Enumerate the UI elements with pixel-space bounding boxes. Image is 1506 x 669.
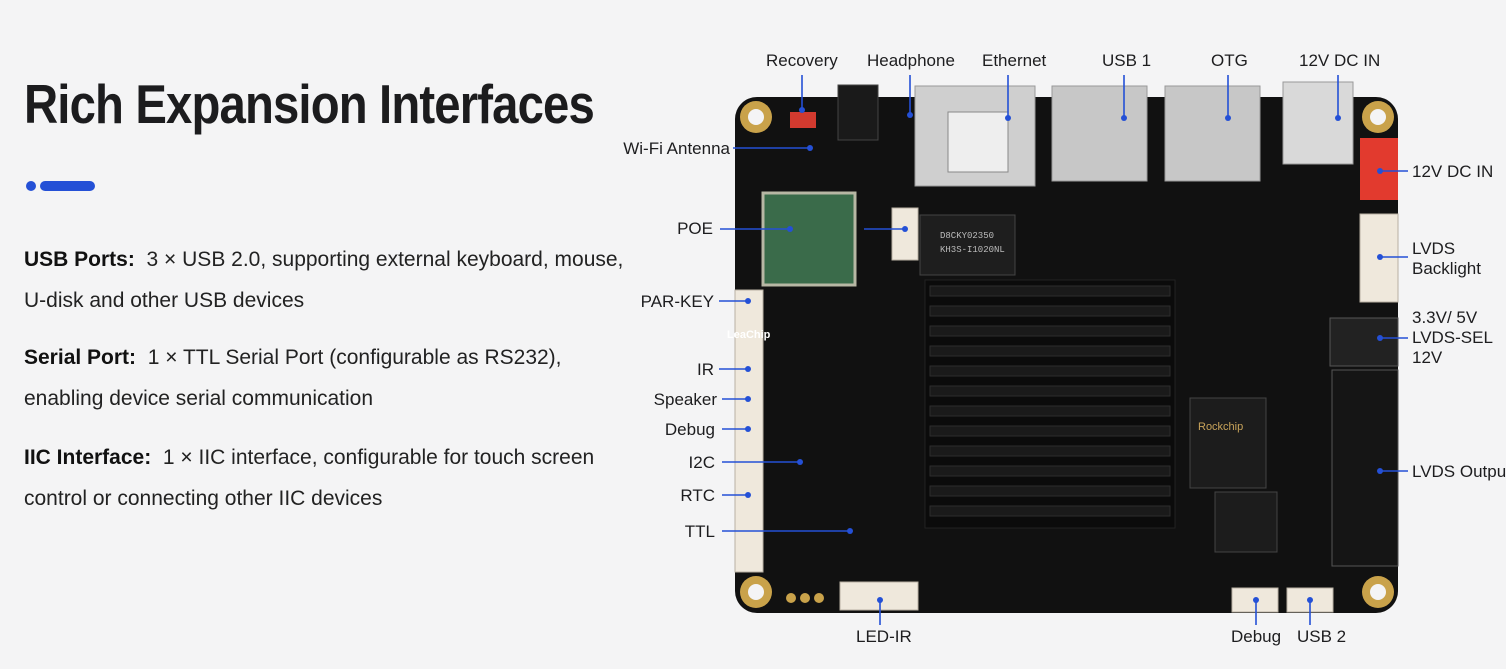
callout-wifi-antenna: Wi-Fi Antenna bbox=[623, 139, 730, 158]
lvds-sel-header bbox=[1329, 317, 1399, 367]
callout-i2c: I2C bbox=[688, 453, 715, 472]
page-title: Rich Expansion Interfaces bbox=[24, 73, 595, 135]
callout-headphone: Headphone bbox=[867, 51, 955, 70]
heatsink-fin bbox=[929, 385, 1171, 397]
chip-marking-2: KH3S-I1020NL bbox=[940, 245, 1005, 255]
wifi-module bbox=[761, 191, 857, 287]
callout-leader-lines bbox=[719, 75, 1408, 625]
headphone-jack bbox=[837, 84, 879, 141]
lvds-backlight-connector bbox=[1359, 213, 1399, 303]
callout-ttl: TTL bbox=[684, 522, 715, 541]
callout-lvds-backlight: LVDS Backlight bbox=[1412, 239, 1481, 278]
led-ir-connector bbox=[839, 581, 919, 611]
callout-ir: IR bbox=[697, 360, 714, 379]
poe-connector bbox=[891, 207, 919, 261]
usb1-port bbox=[1051, 85, 1148, 182]
callout-lvds-output: LVDS Output bbox=[1412, 462, 1506, 481]
callout-speaker: Speaker bbox=[653, 390, 717, 409]
feature-usb-ports: USB Ports: 3 × USB 2.0, supporting exter… bbox=[24, 239, 624, 321]
memory-chip bbox=[1214, 491, 1278, 553]
feature-iic-interface: IIC Interface: 1 × IIC interface, config… bbox=[24, 437, 624, 519]
heatsink-fin bbox=[929, 425, 1171, 437]
callout-debug-left: Debug bbox=[664, 420, 715, 439]
callout-debug-bottom: Debug bbox=[1231, 627, 1282, 646]
callout-usb1: USB 1 bbox=[1102, 51, 1152, 70]
feature-description: 1 × TTL Serial Port (configurable as RS2… bbox=[24, 346, 562, 410]
otg-port bbox=[1164, 85, 1261, 182]
callout-dots bbox=[745, 107, 1383, 603]
callout-ethernet: Ethernet bbox=[982, 51, 1047, 70]
soc-chip bbox=[1189, 397, 1267, 489]
callout-otg: OTG bbox=[1211, 51, 1248, 70]
feature-description: 1 × IIC interface, configurable for touc… bbox=[24, 446, 595, 510]
recovery-button bbox=[790, 112, 816, 128]
ethernet-qr-label bbox=[947, 111, 1009, 173]
heatsink-fin bbox=[929, 445, 1171, 457]
heatsink-fin bbox=[929, 365, 1171, 377]
heatsink-fin bbox=[929, 405, 1171, 417]
module-marking: LeaChip bbox=[727, 329, 771, 341]
callout-rtc: RTC bbox=[680, 486, 715, 505]
accent-bar bbox=[40, 181, 95, 191]
dc-jack bbox=[1282, 81, 1354, 165]
heatsink-fin bbox=[929, 345, 1171, 357]
feature-serial-port: Serial Port: 1 × TTL Serial Port (config… bbox=[24, 337, 624, 419]
heatsink-fin bbox=[929, 285, 1171, 297]
feature-name: Serial Port: bbox=[24, 346, 137, 369]
heatsink-fin bbox=[929, 305, 1171, 317]
callout-recovery: Recovery bbox=[766, 51, 838, 70]
heatsink-fin bbox=[929, 505, 1171, 517]
callout-poe: POE bbox=[677, 219, 713, 238]
callout-12v-dc-in-top: 12V DC IN bbox=[1299, 51, 1381, 70]
mounting-holes bbox=[740, 101, 1394, 608]
heatsink bbox=[924, 279, 1176, 529]
lvds-output-header bbox=[1331, 369, 1399, 567]
heatsink-fin bbox=[929, 485, 1171, 497]
callout-lvds-sel: 3.3V/ 5V LVDS-SEL 12V bbox=[1412, 308, 1493, 367]
callout-par-key: PAR-KEY bbox=[640, 292, 714, 311]
feature-name: IIC Interface: bbox=[24, 446, 152, 469]
callout-usb2: USB 2 bbox=[1297, 627, 1347, 646]
ethernet-transformer bbox=[919, 214, 1016, 276]
bottom-pads bbox=[786, 593, 824, 603]
feature-name: USB Ports: bbox=[24, 248, 135, 271]
soc-marking: Rockchip bbox=[1198, 421, 1243, 433]
heatsink-fin bbox=[929, 465, 1171, 477]
feature-description: 3 × USB 2.0, supporting external keyboar… bbox=[24, 248, 624, 312]
callout-led-ir: LED-IR bbox=[856, 627, 912, 646]
callout-12v-dc-in-right: 12V DC IN bbox=[1412, 162, 1494, 181]
accent-dot bbox=[26, 181, 36, 191]
chip-marking-1: D8CKY02350 bbox=[940, 231, 994, 241]
heatsink-fin bbox=[929, 325, 1171, 337]
